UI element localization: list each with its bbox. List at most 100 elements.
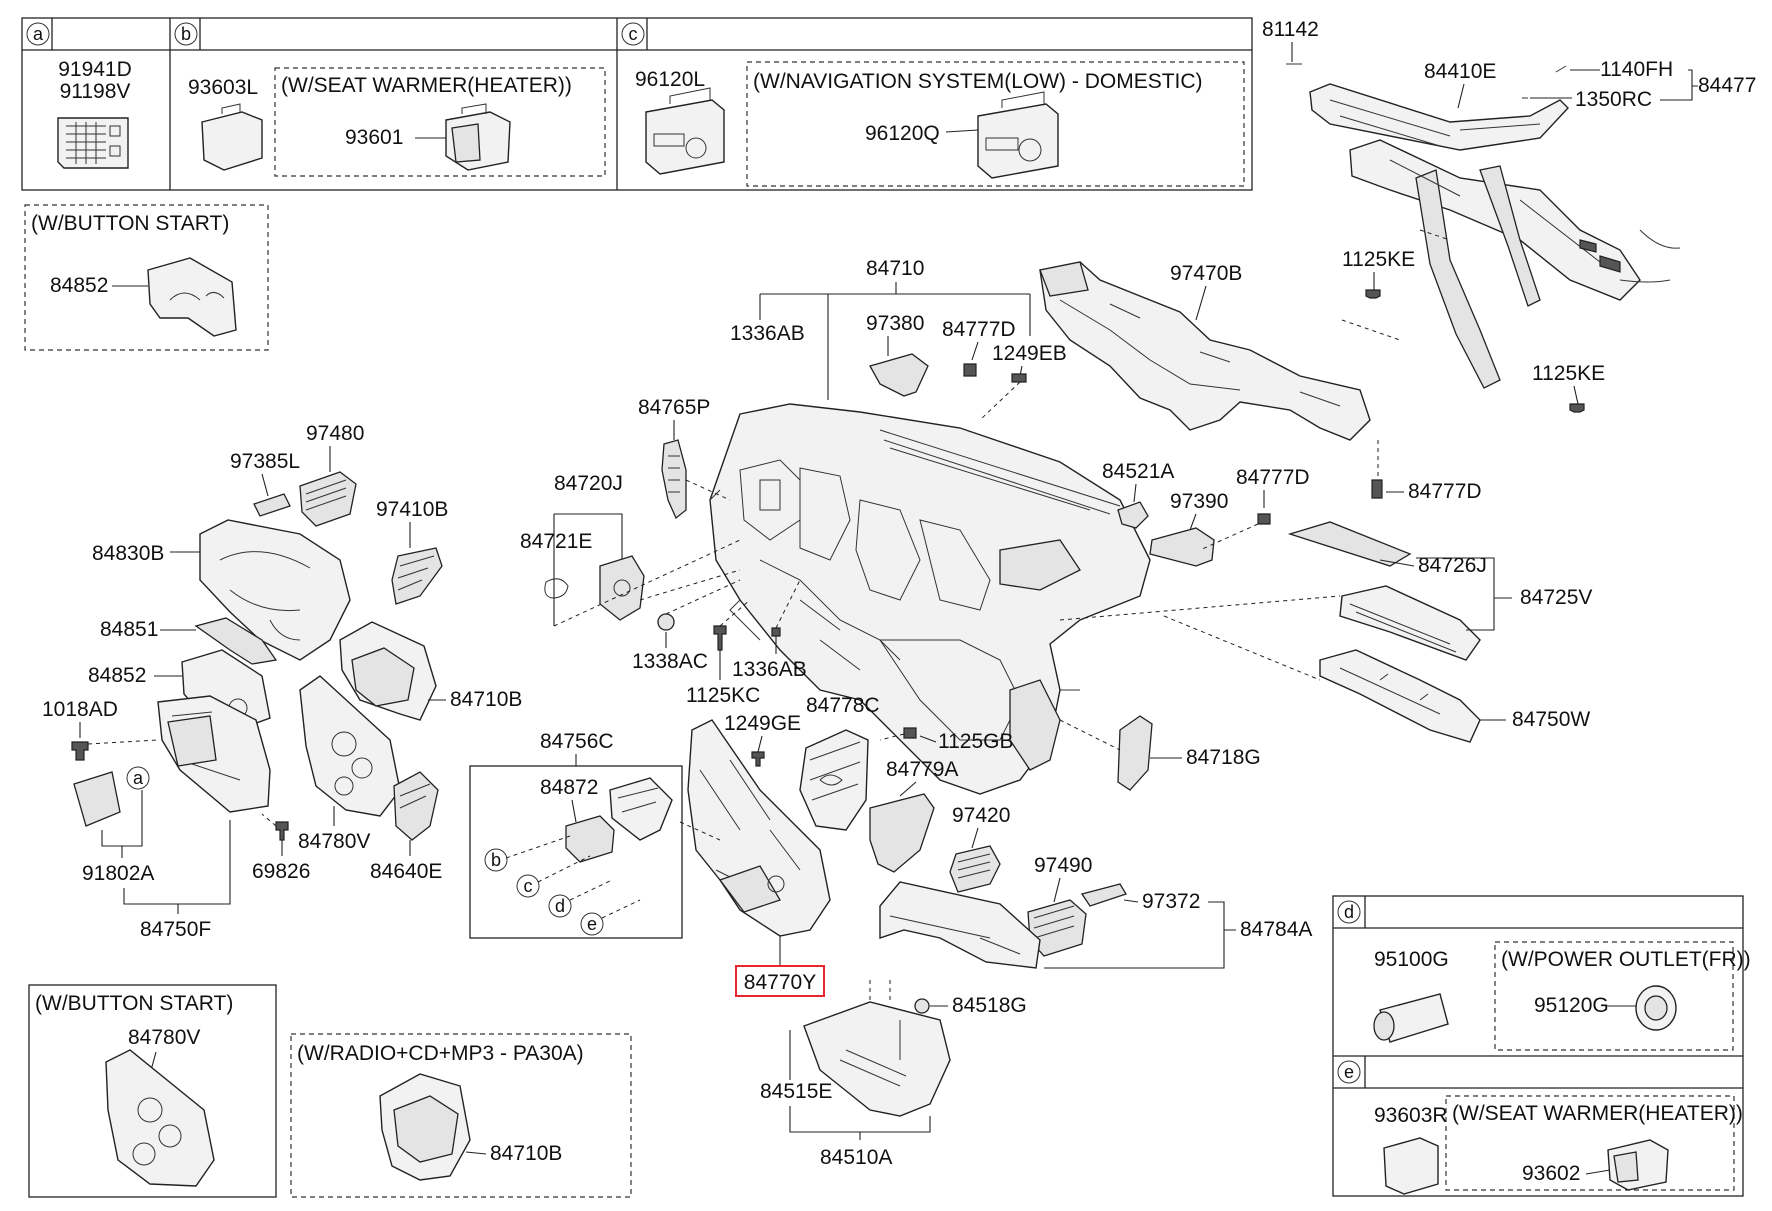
part-97480: 97480 [306, 422, 364, 445]
part-95120G: 95120G [1534, 994, 1609, 1017]
box-e-letter: e [1344, 1062, 1354, 1082]
box-d: d 95100G (W/POWER OUTLET(FR)) 95120G [1337, 900, 1751, 1051]
option-box-button-start-bottom: (W/BUTTON START) 84780V [28, 984, 277, 1198]
box-b-letter: b [181, 24, 191, 44]
part-91802A: 91802A [82, 862, 154, 885]
box-b: b 93603L (W/SEAT WARMER(HEATER)) 93601 [174, 22, 606, 177]
note-button-start-bottom: (W/BUTTON START) [35, 992, 233, 1015]
part-84518G: 84518G [952, 994, 1027, 1017]
part-1350RC: 1350RC [1575, 88, 1652, 111]
box-e: e 93603R (W/SEAT WARMER(HEATER)) 93602 [1337, 1060, 1743, 1195]
part-84726J: 84726J [1418, 554, 1487, 577]
part-69826: 69826 [252, 860, 310, 883]
part-84410E: 84410E [1424, 60, 1496, 83]
cover-84778C-icon [799, 729, 869, 831]
lower-center-parts: 1249GE 1125GB 84778C 84779A 97420 97490 … [724, 694, 1312, 1169]
part-97470B: 97470B [1170, 262, 1242, 285]
callout-a: a [133, 768, 144, 788]
part-84779A: 84779A [886, 758, 958, 781]
option-box-button-start-top: (W/BUTTON START) 84852 [24, 204, 269, 351]
part-84852: 84852 [88, 664, 146, 687]
part-84777D-mid: 84777D [1236, 466, 1310, 489]
box-a-letter: a [33, 24, 44, 44]
part-84784A: 84784A [1240, 918, 1312, 941]
part-93603L: 93603L [188, 76, 258, 99]
part-97385L: 97385L [230, 450, 300, 473]
part-1249EB: 1249EB [992, 342, 1067, 365]
box-a: a 91941D 91198V [26, 22, 132, 169]
note-seat-warmer-b: (W/SEAT WARMER(HEATER)) [281, 74, 572, 97]
part-84720J: 84720J [554, 472, 623, 495]
legend-box-de [1332, 895, 1744, 1197]
part-1336AB-top: 1336AB [730, 322, 805, 345]
vent-97410B-icon [391, 547, 443, 605]
part-84710B-option: 84710B [490, 1142, 562, 1165]
duct-97470B: 97470B 84777D [1039, 261, 1482, 503]
part-84725V: 84725V [1520, 586, 1592, 609]
callout-d: d [555, 896, 565, 916]
bracket-84640E-icon [393, 771, 439, 841]
callout-e: e [587, 914, 597, 934]
shroud-84852-icon [147, 257, 237, 337]
panel-84780V-option-icon [105, 1049, 215, 1187]
panel-84780V-icon [299, 675, 401, 817]
panel-84784A-icon [879, 881, 1041, 969]
highlight-84770Y [735, 965, 825, 997]
note-power-outlet-d: (W/POWER OUTLET(FR)) [1501, 948, 1751, 971]
power-outlet-95120G-icon [1635, 985, 1677, 1031]
nav-panel-96120L-icon [645, 87, 725, 175]
part-96120L: 96120L [635, 68, 705, 91]
part-84780V-option: 84780V [128, 1026, 200, 1049]
part-93602: 93602 [1522, 1162, 1580, 1185]
switch-93602-icon [1607, 1139, 1669, 1191]
note-navigation-c: (W/NAVIGATION SYSTEM(LOW) - DOMESTIC) [753, 70, 1203, 93]
option-box-radio: (W/RADIO+CD+MP3 - PA30A) 84710B [290, 1033, 632, 1198]
part-1338AC: 1338AC [632, 650, 708, 673]
part-91941D: 91941D [58, 58, 132, 81]
part-84710B: 84710B [450, 688, 522, 711]
trim-84725V-icon [1339, 585, 1481, 661]
part-95100G: 95100G [1374, 948, 1449, 971]
part-1125GB: 1125GB [938, 730, 1014, 753]
label-sheet-icon [57, 117, 129, 169]
part-84721E: 84721E [520, 530, 592, 553]
note-radio: (W/RADIO+CD+MP3 - PA30A) [297, 1042, 584, 1065]
blank-cover-91802A-icon [73, 771, 121, 827]
grille-97385L-icon [253, 493, 291, 517]
glovebox-84510A-icon [803, 1001, 951, 1117]
part-84852-option: 84852 [50, 274, 108, 297]
part-1336AB-mid: 1336AB [732, 658, 807, 681]
part-84872: 84872 [540, 776, 598, 799]
switch-93601-icon [445, 103, 511, 171]
part-96120Q: 96120Q [865, 122, 940, 145]
part-93603R: 93603R [1374, 1104, 1448, 1127]
grille-97372-icon [1080, 883, 1127, 907]
part-93601: 93601 [345, 126, 403, 149]
center-fascia-84770Y: 84770Y [679, 719, 831, 997]
part-1018AD: 1018AD [42, 698, 118, 721]
note-button-start-top: (W/BUTTON START) [31, 212, 229, 235]
part-1125KE-a: 1125KE [1342, 248, 1415, 271]
part-84710: 84710 [866, 257, 924, 280]
part-1125KC: 1125KC [686, 684, 760, 707]
nav-panel-96120Q-icon [977, 91, 1059, 179]
part-84765P: 84765P [638, 396, 710, 419]
right-side-parts: 84521A 97390 84777D 84726J 84725V 84750W… [1059, 460, 1592, 791]
part-84777D-top: 84777D [942, 318, 1016, 341]
part-84477: 84477 [1698, 74, 1756, 97]
part-97390: 97390 [1170, 490, 1228, 513]
part-84750F: 84750F [140, 918, 211, 941]
part-97490: 97490 [1034, 854, 1092, 877]
part-84718G: 84718G [1186, 746, 1261, 769]
part-1249GE: 1249GE [724, 712, 801, 735]
cover-84779A-icon [869, 793, 935, 873]
part-84750W: 84750W [1512, 708, 1590, 731]
part-81142: 81142 [1262, 18, 1319, 41]
trim-84726J-icon [1287, 521, 1412, 567]
box-c-letter: c [629, 24, 638, 44]
crash-pad-84710: 84710 1336AB 97380 84777D 1249EB 84765P … [520, 257, 1151, 795]
part-97420: 97420 [952, 804, 1010, 827]
part-84510A: 84510A [820, 1146, 892, 1169]
box-84756C: 84756C 84872 b c d e [469, 730, 683, 939]
